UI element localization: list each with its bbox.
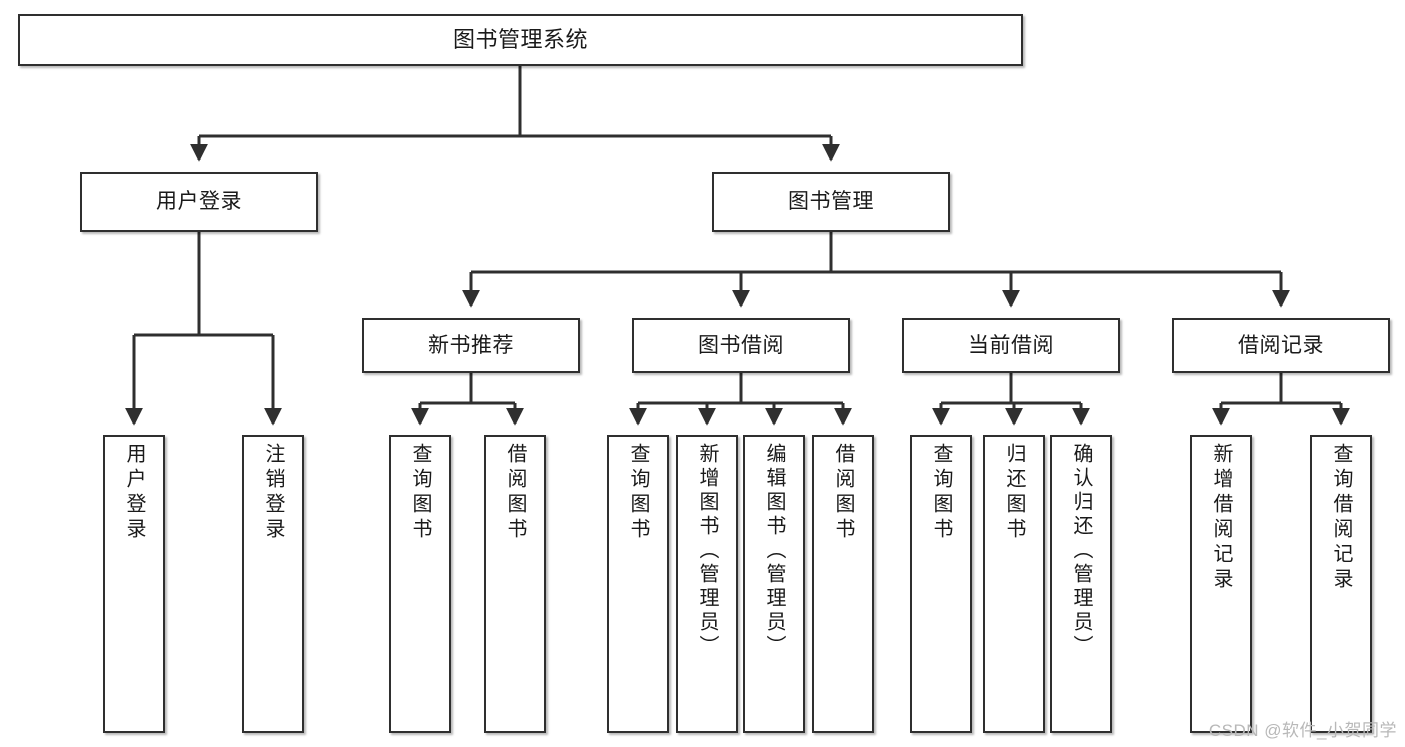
node-leaf-13-label: 查询借阅记录 bbox=[1330, 443, 1352, 593]
node-leaf-4[interactable]: 借阅图书 bbox=[484, 435, 546, 733]
node-leaf-7-label: 编辑图书（管理员） bbox=[763, 443, 785, 659]
node-leaf-10[interactable]: 归还图书 bbox=[983, 435, 1045, 733]
node-level1-1-label: 用户登录 bbox=[156, 190, 242, 214]
node-leaf-2[interactable]: 注销登录 bbox=[242, 435, 304, 733]
node-leaf-1[interactable]: 用户登录 bbox=[103, 435, 165, 733]
node-leaf-5-label: 查询图书 bbox=[627, 443, 649, 543]
node-leaf-7[interactable]: 编辑图书（管理员） bbox=[743, 435, 805, 733]
node-level2-2-label: 图书借阅 bbox=[698, 333, 784, 357]
node-root-label: 图书管理系统 bbox=[452, 26, 588, 52]
node-leaf-4-label: 借阅图书 bbox=[504, 443, 526, 543]
node-leaf-9-label: 查询图书 bbox=[930, 443, 952, 543]
node-leaf-1-label: 用户登录 bbox=[123, 443, 145, 543]
node-root[interactable]: 图书管理系统 bbox=[18, 14, 1023, 66]
node-leaf-2-label: 注销登录 bbox=[262, 443, 284, 543]
node-leaf-11-label: 确认归还（管理员） bbox=[1070, 443, 1092, 659]
node-leaf-6-label: 新增图书（管理员） bbox=[696, 443, 718, 659]
node-leaf-8-label: 借阅图书 bbox=[832, 443, 854, 543]
node-level1-1[interactable]: 用户登录 bbox=[80, 172, 318, 232]
node-level2-4-label: 借阅记录 bbox=[1238, 333, 1324, 357]
node-leaf-12-label: 新增借阅记录 bbox=[1210, 443, 1232, 593]
node-level2-2[interactable]: 图书借阅 bbox=[632, 318, 850, 373]
node-leaf-3-label: 查询图书 bbox=[409, 443, 431, 543]
node-leaf-10-label: 归还图书 bbox=[1003, 443, 1025, 543]
node-leaf-12[interactable]: 新增借阅记录 bbox=[1190, 435, 1252, 733]
node-leaf-8[interactable]: 借阅图书 bbox=[812, 435, 874, 733]
node-level1-2[interactable]: 图书管理 bbox=[712, 172, 950, 232]
node-level2-1-label: 新书推荐 bbox=[428, 333, 514, 357]
node-level2-3-label: 当前借阅 bbox=[968, 333, 1054, 357]
node-leaf-13[interactable]: 查询借阅记录 bbox=[1310, 435, 1372, 733]
node-leaf-5[interactable]: 查询图书 bbox=[607, 435, 669, 733]
node-level1-2-label: 图书管理 bbox=[788, 190, 874, 214]
node-leaf-3[interactable]: 查询图书 bbox=[389, 435, 451, 733]
node-level2-1[interactable]: 新书推荐 bbox=[362, 318, 580, 373]
node-leaf-11[interactable]: 确认归还（管理员） bbox=[1050, 435, 1112, 733]
node-leaf-9[interactable]: 查询图书 bbox=[910, 435, 972, 733]
node-level2-4[interactable]: 借阅记录 bbox=[1172, 318, 1390, 373]
node-leaf-6[interactable]: 新增图书（管理员） bbox=[676, 435, 738, 733]
node-level2-3[interactable]: 当前借阅 bbox=[902, 318, 1120, 373]
